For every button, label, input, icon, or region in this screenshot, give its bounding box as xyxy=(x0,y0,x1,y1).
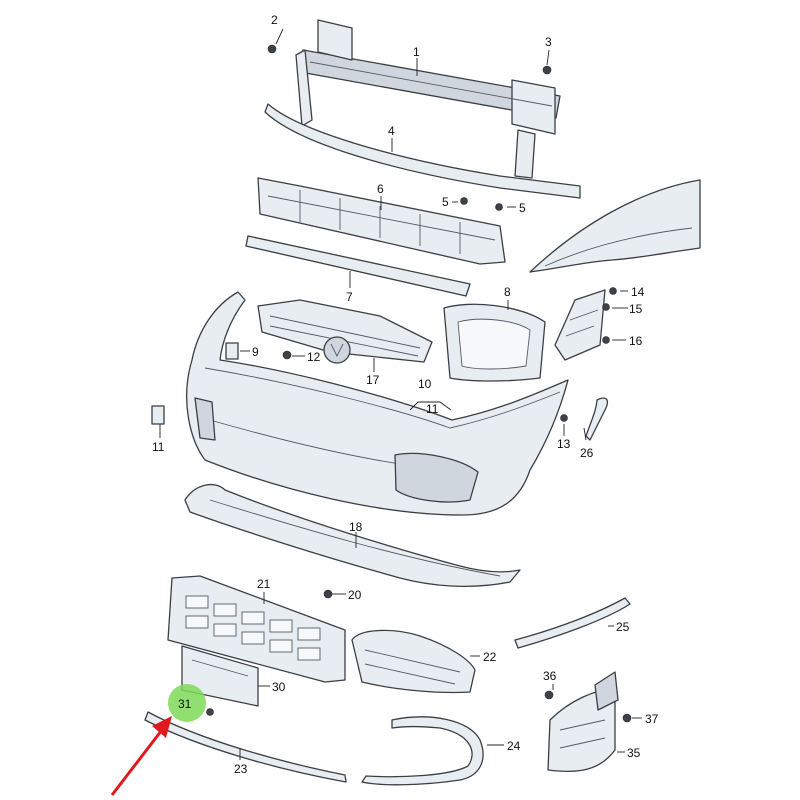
callout-5a: 5 xyxy=(442,195,449,209)
callout-10: 10 xyxy=(418,377,432,391)
callout-18: 16 xyxy=(629,334,643,348)
clip-18-icon xyxy=(602,336,610,344)
callout-15: 13 xyxy=(557,437,571,451)
callout-labels: 2 3 1 4 6 5 5 7 8 14 15 16 9 12 17 10 11… xyxy=(152,13,659,776)
bolt-3-icon xyxy=(542,65,552,75)
highlight-marker xyxy=(168,684,206,722)
bolt-13-icon xyxy=(323,589,333,599)
clip-16-icon xyxy=(609,287,617,295)
callout-1: 1 xyxy=(413,45,420,59)
bracket-11 xyxy=(151,405,165,425)
air-duct xyxy=(547,671,619,773)
callout-7: 7 xyxy=(346,290,353,304)
callout-2: 2 xyxy=(271,13,278,27)
callout-4: 4 xyxy=(388,124,395,138)
nut-37-icon xyxy=(622,713,632,723)
callout-20: 17 xyxy=(366,373,380,387)
right-trim-strip xyxy=(514,597,631,649)
fog-light-trim xyxy=(361,716,484,786)
lower-trim-strip xyxy=(144,711,347,783)
callout-22: 22 xyxy=(483,650,497,664)
callout-23: 23 xyxy=(234,762,248,776)
upper-grille xyxy=(257,299,433,364)
callout-35: 35 xyxy=(627,746,641,760)
callout-30: 30 xyxy=(272,680,286,694)
callout-6: 6 xyxy=(377,182,384,196)
side-mount-bracket xyxy=(554,289,606,361)
bolt-5a-icon xyxy=(460,197,468,205)
callout-17: 15 xyxy=(629,302,643,316)
trim-26 xyxy=(585,397,609,441)
lower-spoiler xyxy=(184,483,521,588)
bolt-36-icon xyxy=(544,690,554,700)
fog-light-bracket xyxy=(443,303,546,382)
callout-36: 36 xyxy=(543,669,557,683)
lower-grille xyxy=(167,575,346,683)
callout-26: 26 xyxy=(580,446,594,460)
callout-3: 3 xyxy=(545,35,552,49)
callout-11a: 11 xyxy=(152,440,165,454)
bolt-14-icon xyxy=(282,350,292,360)
callout-8: 8 xyxy=(504,285,511,299)
callout-21: 21 xyxy=(257,577,271,591)
leader-lines xyxy=(159,28,642,760)
bracket-9 xyxy=(225,342,239,360)
bolt-2-icon xyxy=(267,44,277,54)
callout-14: 12 xyxy=(307,350,321,364)
clip-15-icon xyxy=(560,414,568,422)
callout-5b: 5 xyxy=(519,201,526,215)
callout-13: 20 xyxy=(348,588,362,602)
callout-24: 24 xyxy=(507,739,521,753)
energy-absorber xyxy=(257,177,506,265)
trim-strip xyxy=(264,103,581,199)
callout-25: 25 xyxy=(616,620,630,634)
bolt-5b-icon xyxy=(495,203,503,211)
callout-12: 18 xyxy=(349,520,363,534)
callout-31: 31 xyxy=(178,697,192,711)
clip-31-icon xyxy=(206,708,214,716)
fender xyxy=(529,179,701,273)
callout-9: 9 xyxy=(252,345,259,359)
pointer-arrow-icon xyxy=(110,716,172,796)
lower-absorber-strip xyxy=(245,235,471,297)
fog-light-grille xyxy=(351,629,476,694)
bumper-cover xyxy=(186,291,569,516)
callout-11b: 11 xyxy=(426,402,439,416)
clip-17-icon xyxy=(602,303,610,311)
callout-37: 37 xyxy=(645,712,659,726)
bumper-reinforcement-bar xyxy=(295,19,561,179)
callout-16: 14 xyxy=(631,285,645,299)
